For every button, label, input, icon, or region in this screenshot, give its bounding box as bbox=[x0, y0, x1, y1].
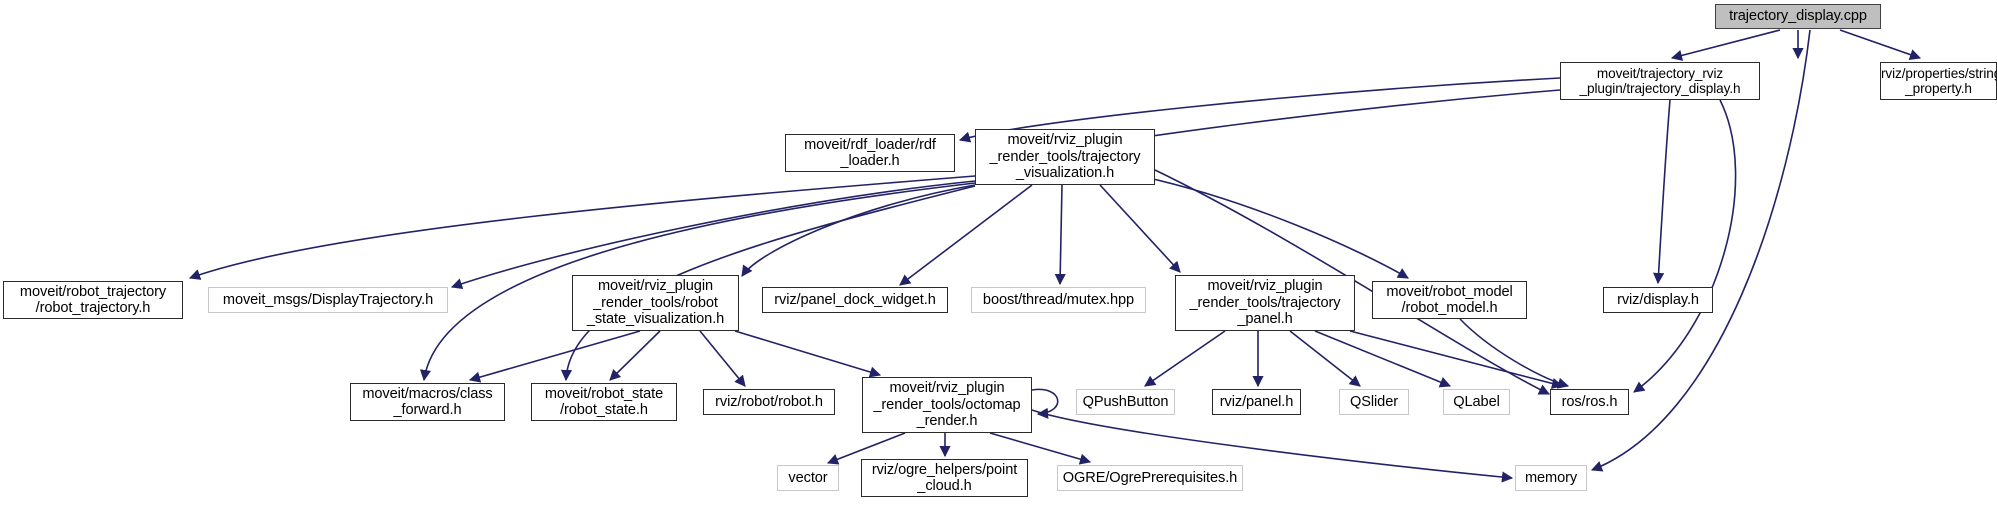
node-qlabel[interactable]: QLabel bbox=[1443, 389, 1510, 415]
node-rviz-properties-string-property-h[interactable]: rviz/properties/string _property.h bbox=[1880, 62, 1997, 100]
node-label: QLabel bbox=[1453, 393, 1500, 410]
node-label: moveit/robot_model /robot_model.h bbox=[1386, 283, 1513, 316]
node-moveit-rviz-plugin-render-tools-robot-state-visualization-h[interactable]: moveit/rviz_plugin _render_tools/robot _… bbox=[572, 275, 739, 331]
node-label: QSlider bbox=[1350, 393, 1398, 410]
node-moveit-robot-model-robot-model-h[interactable]: moveit/robot_model /robot_model.h bbox=[1372, 281, 1527, 319]
node-moveit-rviz-plugin-render-tools-trajectory-visualization-h[interactable]: moveit/rviz_plugin _render_tools/traject… bbox=[975, 129, 1155, 185]
node-boost-thread-mutex-hpp[interactable]: boost/thread/mutex.hpp bbox=[971, 287, 1146, 313]
node-ros-ros-h[interactable]: ros/ros.h bbox=[1550, 389, 1629, 415]
node-label: ros/ros.h bbox=[1561, 393, 1618, 410]
node-moveit-trajectory-rviz-plugin-trajectory-display-h[interactable]: moveit/trajectory_rviz _plugin/trajector… bbox=[1560, 62, 1760, 100]
node-label: moveit/rviz_plugin _render_tools/traject… bbox=[989, 132, 1141, 182]
node-rviz-panel-h[interactable]: rviz/panel.h bbox=[1212, 389, 1301, 415]
node-label: rviz/display.h bbox=[1617, 291, 1699, 308]
node-label: rviz/properties/string _property.h bbox=[1881, 65, 1997, 96]
node-label: moveit/rviz_plugin _render_tools/octomap… bbox=[873, 380, 1021, 430]
node-label: rviz/robot/robot.h bbox=[715, 393, 823, 410]
node-label: moveit/rviz_plugin _render_tools/traject… bbox=[1189, 278, 1341, 328]
node-label: moveit_msgs/DisplayTrajectory.h bbox=[222, 291, 434, 308]
node-label: memory bbox=[1524, 469, 1578, 486]
node-label: rviz/ogre_helpers/point _cloud.h bbox=[871, 461, 1018, 494]
node-moveit-robot-state-robot-state-h[interactable]: moveit/robot_state /robot_state.h bbox=[531, 383, 677, 421]
node-label: rviz/panel_dock_widget.h bbox=[774, 291, 936, 308]
node-moveit-macros-class-forward-h[interactable]: moveit/macros/class _forward.h bbox=[350, 383, 505, 421]
node-moveit-msgs-displaytrajectory-h[interactable]: moveit_msgs/DisplayTrajectory.h bbox=[208, 287, 448, 313]
node-moveit-rviz-plugin-render-tools-octomap-render-h[interactable]: moveit/rviz_plugin _render_tools/octomap… bbox=[862, 377, 1032, 433]
node-rviz-display-h[interactable]: rviz/display.h bbox=[1603, 287, 1713, 313]
node-label: OGRE/OgrePrerequisites.h bbox=[1062, 469, 1238, 486]
node-moveit-rviz-plugin-render-tools-trajectory-panel-h[interactable]: moveit/rviz_plugin _render_tools/traject… bbox=[1175, 275, 1355, 331]
node-label: QPushButton bbox=[1082, 393, 1169, 410]
node-trajectory-display-cpp[interactable]: trajectory_display.cpp bbox=[1715, 4, 1881, 29]
node-qpushbutton[interactable]: QPushButton bbox=[1076, 389, 1175, 415]
node-label: rviz/panel.h bbox=[1219, 393, 1294, 410]
node-rviz-robot-robot-h[interactable]: rviz/robot/robot.h bbox=[703, 389, 835, 415]
node-moveit-rdf-loader-rdf-loader-h[interactable]: moveit/rdf_loader/rdf _loader.h bbox=[785, 134, 955, 172]
node-vector[interactable]: vector bbox=[777, 465, 839, 491]
node-label: moveit/trajectory_rviz _plugin/trajector… bbox=[1579, 65, 1741, 96]
node-label: trajectory_display.cpp bbox=[1729, 8, 1867, 25]
node-label: boost/thread/mutex.hpp bbox=[982, 291, 1135, 308]
node-label: moveit/macros/class _forward.h bbox=[362, 385, 493, 418]
node-rviz-panel-dock-widget-h[interactable]: rviz/panel_dock_widget.h bbox=[762, 287, 948, 313]
node-ogre-ogreprerequisites-h[interactable]: OGRE/OgrePrerequisites.h bbox=[1057, 465, 1243, 491]
node-label: moveit/robot_state /robot_state.h bbox=[544, 385, 664, 418]
node-qslider[interactable]: QSlider bbox=[1339, 389, 1409, 415]
node-moveit-robot-trajectory-robot-trajectory-h[interactable]: moveit/robot_trajectory /robot_trajector… bbox=[3, 281, 183, 319]
node-label: moveit/robot_trajectory /robot_trajector… bbox=[19, 283, 167, 316]
node-label: vector bbox=[788, 469, 828, 486]
node-rviz-ogre-helpers-point-cloud-h[interactable]: rviz/ogre_helpers/point _cloud.h bbox=[861, 459, 1028, 497]
node-label: moveit/rviz_plugin _render_tools/robot _… bbox=[586, 278, 725, 328]
node-label: moveit/rdf_loader/rdf _loader.h bbox=[804, 136, 936, 169]
node-memory[interactable]: memory bbox=[1515, 465, 1587, 491]
